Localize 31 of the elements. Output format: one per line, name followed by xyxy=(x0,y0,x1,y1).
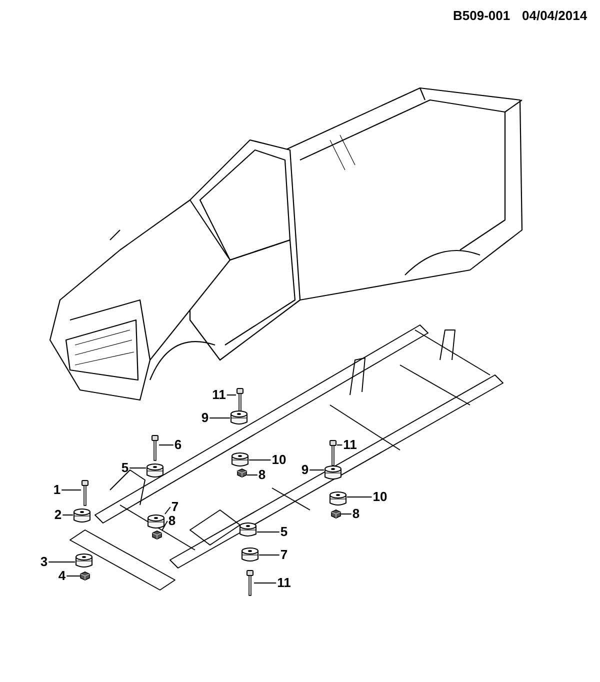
callout-number: 11 xyxy=(276,576,292,590)
leader-line xyxy=(158,444,174,446)
drawing-date: 04/04/2014 xyxy=(522,8,588,23)
callout-number: 5 xyxy=(120,461,130,475)
callout-number: 11 xyxy=(211,388,227,402)
leader-line xyxy=(336,444,343,446)
drawing-number: B509-001 xyxy=(453,8,510,23)
leader-line xyxy=(346,496,372,498)
leader-line xyxy=(254,582,277,584)
callout-number: 9 xyxy=(300,463,310,477)
callout-number: 4 xyxy=(57,569,67,583)
leader-line xyxy=(226,394,236,396)
callout-number: 6 xyxy=(173,438,183,452)
callout-number: 2 xyxy=(53,508,63,522)
leader-line xyxy=(164,506,171,514)
leader-line xyxy=(258,554,280,556)
callout-number: 1 xyxy=(52,483,62,497)
callout-number: 8 xyxy=(167,514,177,528)
callout-number: 5 xyxy=(279,525,289,539)
callout-number: 9 xyxy=(200,411,210,425)
callout-number: 7 xyxy=(170,500,180,514)
callout-number: 7 xyxy=(279,548,289,562)
leader-line xyxy=(246,474,258,476)
callout-number: 10 xyxy=(270,453,288,467)
leader-line xyxy=(62,514,74,516)
callout-number: 8 xyxy=(257,468,267,482)
callout-number: 3 xyxy=(39,555,49,569)
leader-line xyxy=(162,520,168,531)
callout-number: 11 xyxy=(342,438,358,452)
callout-number: 10 xyxy=(372,490,388,504)
callout-number: 8 xyxy=(351,507,361,521)
